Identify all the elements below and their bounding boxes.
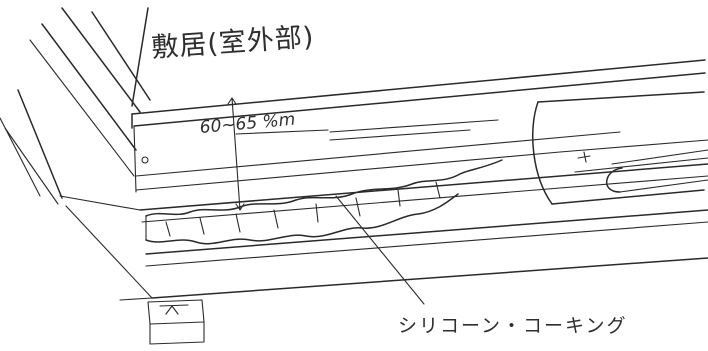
screw-icon: [141, 156, 149, 164]
sliding-frame: [531, 91, 708, 205]
sill-channels: [59, 119, 708, 301]
dimension-marker: [227, 97, 329, 211]
caulking-label: シリコーン・コーキング: [398, 315, 628, 337]
caulking-leader-line: [335, 195, 425, 305]
sill-top-rail: [131, 59, 706, 193]
outer-frame: [0, 7, 151, 205]
silicone-caulking-bead: [145, 159, 503, 245]
sill-foot: [147, 299, 205, 345]
